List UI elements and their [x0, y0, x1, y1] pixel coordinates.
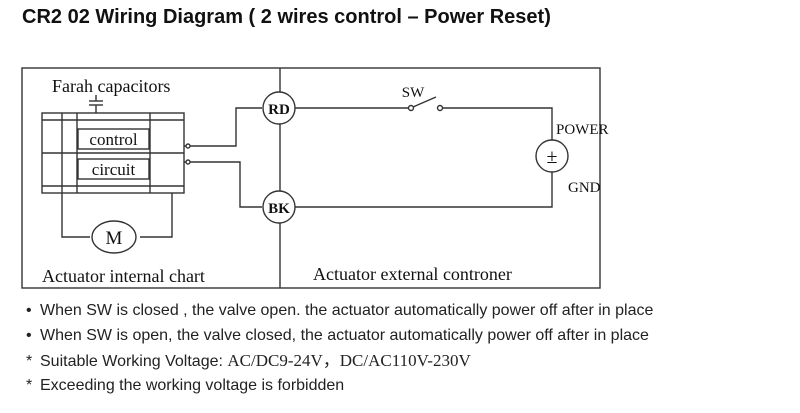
note-item: • When SW is closed , the valve open. the… [26, 298, 796, 323]
note-item: * Exceeding the working voltage is forbid… [26, 373, 796, 398]
bullet-mark: • [26, 327, 32, 344]
terminal-dot [185, 159, 191, 165]
note-text: Suitable Working Voltage: [40, 353, 228, 370]
switch-label: SW [402, 85, 425, 101]
voltage-value: AC/DC9-24V，DC/AC110V-230V [227, 351, 471, 370]
page-title: CR2 02 Wiring Diagram ( 2 wires control … [22, 6, 551, 28]
power-label: POWER [556, 122, 609, 138]
control-circuit-block [41, 112, 185, 194]
power-wire [443, 107, 553, 140]
rd-wire [184, 107, 262, 147]
gnd-label: GND [568, 180, 601, 196]
bk-wire [184, 161, 262, 208]
note-text: When SW is closed , the valve open. the … [40, 302, 654, 319]
diagram-frame [21, 67, 601, 289]
motor-icon [91, 220, 137, 254]
note-item: • When SW is open, the valve closed, the … [26, 323, 796, 348]
bk-label: BK [268, 201, 290, 217]
note-item: * Suitable Working Voltage: AC/DC9-24V，DC… [26, 348, 796, 373]
motor-wire-left [61, 193, 90, 238]
note-text: When SW is open, the valve closed, the a… [40, 327, 649, 344]
gnd-wire [295, 172, 553, 208]
asterisk-mark: * [26, 353, 33, 370]
terminal-dot [185, 143, 191, 149]
asterisk-mark: * [26, 377, 33, 394]
wiring-diagram: Farah capacitors control circuit M RD BK… [21, 67, 609, 289]
motor-label: M [106, 228, 123, 249]
bullet-mark: • [26, 302, 32, 319]
capacitor-icon [89, 95, 103, 113]
external-caption: Actuator external controner [313, 264, 512, 284]
control-label: control [89, 130, 137, 149]
motor-wire-right [140, 193, 173, 238]
internal-caption: Actuator internal chart [42, 266, 205, 286]
rd-label: RD [268, 102, 290, 118]
note-text: Exceeding the working voltage is forbidd… [40, 377, 345, 394]
notes-list: • When SW is closed , the valve open. the… [26, 298, 796, 398]
circuit-label: circuit [92, 160, 136, 179]
power-symbol: ± [547, 146, 558, 168]
capacitor-label: Farah capacitors [52, 76, 170, 96]
switch-icon [407, 96, 444, 112]
